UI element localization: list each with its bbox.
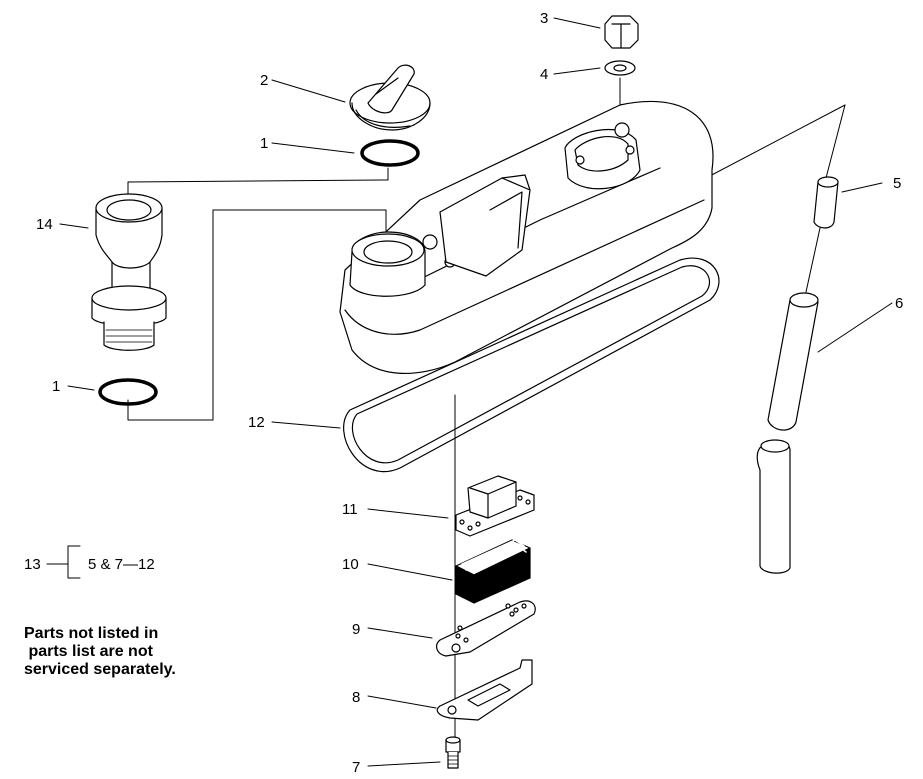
callout-8: 8 [352,689,360,706]
callout-7: 7 [352,759,360,776]
filler-neck [91,193,167,351]
footnote-line-2: parts list are not [24,643,153,660]
callout-14: 14 [36,216,53,233]
valve-cover [339,100,714,375]
parts-footnote: Parts not listed in parts list are not s… [24,625,176,679]
filter-element [455,539,531,604]
callout-11: 11 [342,501,358,518]
leader-lines [46,17,893,767]
o-ring-lower [98,378,158,406]
callout-labels: 2 1 1 14 3 4 5 6 12 11 10 9 8 7 13 5 & 7… [24,10,903,776]
valve-cover-gasket [343,257,720,473]
oil-filler-cap [349,64,431,131]
breather-fitting [813,176,839,229]
screw [445,736,461,769]
footnote-line-3: serviced separately. [24,661,176,678]
callout-2: 2 [260,72,268,89]
callout-4: 4 [540,66,548,83]
callout-1-lower: 1 [52,378,60,395]
breather-housing [455,475,535,537]
o-ring-upper [360,139,420,167]
footnote-line-1: Parts not listed in [24,625,159,642]
callout-3: 3 [540,10,548,27]
callout-13: 13 [24,556,41,573]
callout-9: 9 [352,621,360,638]
breather-hose [756,292,819,574]
callout-10: 10 [342,556,359,573]
washer [604,60,636,76]
plug-nut [604,15,639,49]
callout-12: 12 [248,414,265,431]
retainer-bracket [436,659,533,721]
reed-plate [436,600,536,657]
kit-contents-note: 5 & 7—12 [88,556,155,573]
callout-1-upper: 1 [260,135,268,152]
callout-6: 6 [895,295,903,312]
callout-5: 5 [893,175,901,192]
